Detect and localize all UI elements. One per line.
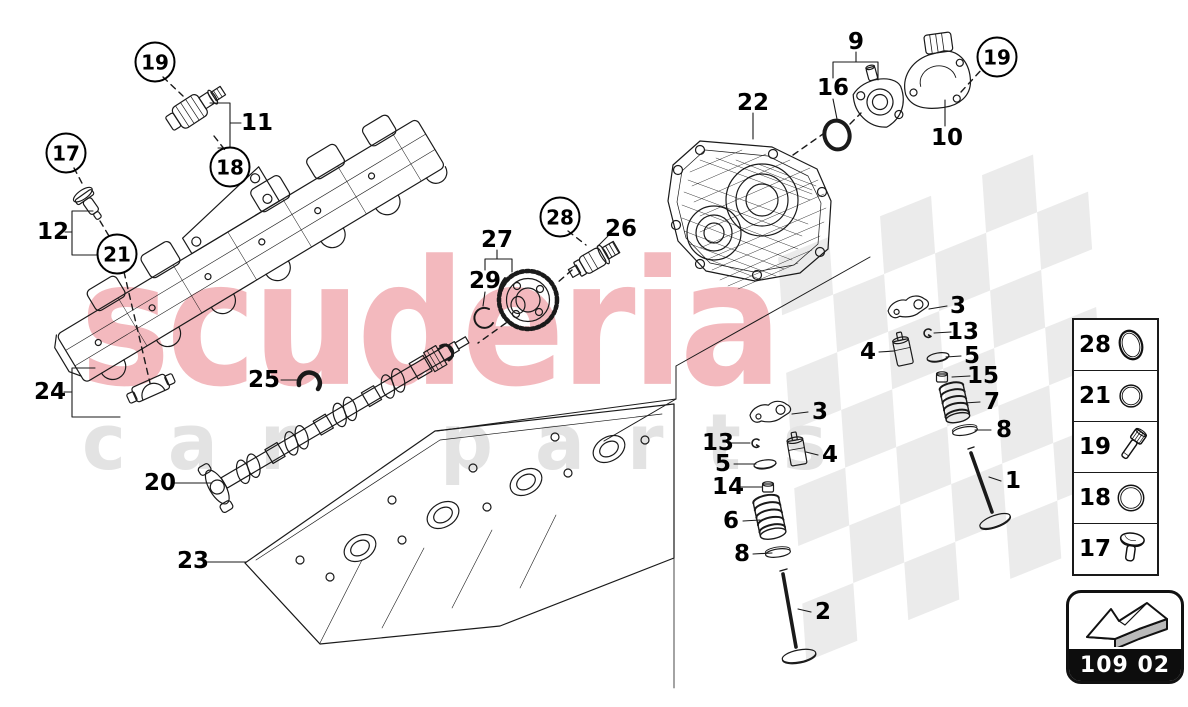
- camshaft-gear-drawing: [496, 268, 560, 332]
- bearing-cap-drawing: [126, 373, 176, 404]
- prev-diagram-arrow-icon: [1069, 593, 1181, 649]
- callout-15[interactable]: 15: [966, 363, 1000, 389]
- callout-8[interactable]: 8: [995, 417, 1013, 443]
- callout-19[interactable]: 19: [134, 41, 176, 83]
- legend-ref-label: 28: [1079, 332, 1112, 358]
- legend-ref-label: 18: [1079, 485, 1112, 511]
- callout-24[interactable]: 24: [33, 379, 67, 405]
- pointer-wedge-lines: [436, 256, 871, 689]
- callout-21[interactable]: 21: [96, 233, 138, 275]
- legend-item-19[interactable]: 19: [1074, 422, 1157, 473]
- callout-12[interactable]: 12: [36, 219, 70, 245]
- callout-14[interactable]: 14: [711, 474, 745, 500]
- callout-13[interactable]: 13: [946, 319, 980, 345]
- callout-22[interactable]: 22: [736, 90, 770, 116]
- callout-17[interactable]: 17: [45, 132, 87, 174]
- callout-8[interactable]: 8: [733, 541, 751, 567]
- valve-1-drawing: [967, 446, 1012, 531]
- callout-1[interactable]: 1: [1004, 468, 1022, 494]
- legend-item-17[interactable]: 17: [1074, 524, 1157, 574]
- sensor-12-drawing: [72, 186, 102, 220]
- chain-cover-drawing: [667, 140, 832, 290]
- callout-13[interactable]: 13: [701, 430, 735, 456]
- valvetrain-right-drawing: [887, 295, 1012, 531]
- legend-item-28[interactable]: 28: [1074, 320, 1157, 371]
- callout-28[interactable]: 28: [539, 196, 581, 238]
- diagram-section-code: 109 02: [1069, 649, 1181, 681]
- callout-2[interactable]: 2: [814, 599, 832, 625]
- valve-2-drawing: [779, 568, 817, 665]
- o-ring-small-icon: [1111, 374, 1151, 418]
- flange-bolt-icon: [1111, 527, 1151, 571]
- callout-3[interactable]: 3: [949, 293, 967, 319]
- callout-23[interactable]: 23: [176, 548, 210, 574]
- callout-19[interactable]: 19: [976, 36, 1018, 78]
- legend-item-21[interactable]: 21: [1074, 371, 1157, 422]
- callout-4[interactable]: 4: [821, 442, 839, 468]
- callout-6[interactable]: 6: [722, 508, 740, 534]
- callout-10[interactable]: 10: [930, 125, 964, 151]
- callout-3[interactable]: 3: [811, 399, 829, 425]
- fasteners-legend: 28 21 19 18 17: [1072, 318, 1159, 576]
- callout-16[interactable]: 16: [816, 75, 850, 101]
- solenoid-26-drawing: [567, 240, 621, 278]
- o-ring-16-drawing: [822, 118, 852, 152]
- callout-29[interactable]: 29: [468, 268, 502, 294]
- legend-ref-label: 17: [1079, 536, 1112, 562]
- diagram-section-box[interactable]: 109 02: [1066, 590, 1184, 684]
- callout-5[interactable]: 5: [714, 451, 732, 477]
- snap-ring-29-drawing: [473, 306, 494, 329]
- thrust-ring-25-drawing: [296, 370, 323, 392]
- callout-27[interactable]: 27: [480, 227, 514, 253]
- callout-11[interactable]: 11: [240, 110, 274, 136]
- callout-25[interactable]: 25: [247, 367, 281, 393]
- legend-ref-label: 19: [1079, 434, 1112, 460]
- leader-lines: [63, 51, 1002, 613]
- o-ring-large-icon: [1111, 476, 1151, 520]
- callout-4[interactable]: 4: [859, 339, 877, 365]
- callout-7[interactable]: 7: [983, 389, 1001, 415]
- camshaft-drawing: [197, 336, 470, 513]
- bearing-bridge-drawing: [54, 114, 448, 382]
- callout-5[interactable]: 5: [963, 343, 981, 369]
- callout-9[interactable]: 9: [847, 29, 865, 55]
- o-ring-oval-icon: [1111, 323, 1151, 367]
- callout-20[interactable]: 20: [143, 470, 177, 496]
- socket-head-bolt-icon: [1111, 425, 1151, 469]
- valvetrain-left-drawing: [749, 400, 817, 665]
- actuator-drawing: [852, 64, 904, 128]
- legend-ref-label: 21: [1079, 383, 1112, 409]
- callout-18[interactable]: 18: [209, 146, 251, 188]
- callout-26[interactable]: 26: [604, 216, 638, 242]
- legend-item-18[interactable]: 18: [1074, 473, 1157, 524]
